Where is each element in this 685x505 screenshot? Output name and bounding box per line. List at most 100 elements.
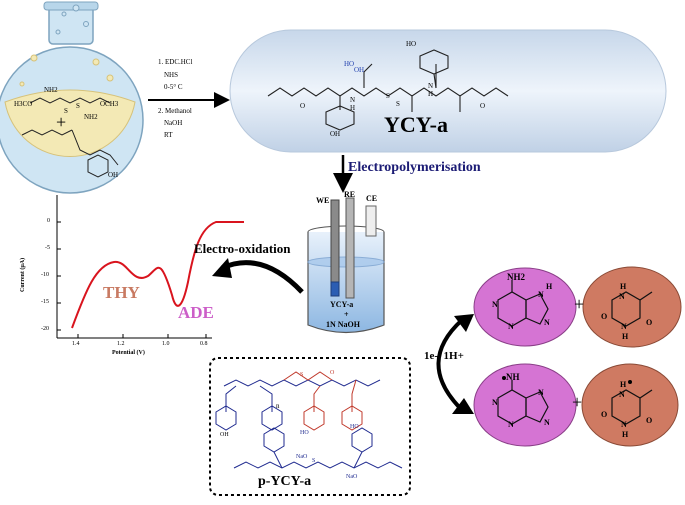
polymer-label-nao-2: NaO xyxy=(346,474,358,480)
product-label-h2: H xyxy=(428,90,434,98)
flask-label-h3co: H3CO xyxy=(14,100,33,108)
product-label-oh-blue: OH xyxy=(354,66,365,74)
flask-liquid xyxy=(4,89,136,158)
polymer-label-n: n xyxy=(276,402,280,410)
xtick-1-0: 1.0 xyxy=(162,341,170,347)
polymer-label-s2: S xyxy=(312,458,316,464)
adenine-ellipse xyxy=(473,267,577,347)
electrochemical-cell xyxy=(307,197,385,334)
electrode-we: WE xyxy=(316,196,330,205)
product-label-o1: O xyxy=(300,102,306,110)
transfer-arrow xyxy=(436,318,464,410)
adenine-n3: N xyxy=(538,290,544,299)
ytick-20: -20 xyxy=(41,326,49,332)
product-capsule xyxy=(229,29,667,153)
thymine-h2: H xyxy=(622,332,629,341)
solution-naoh: 1N NaOH xyxy=(326,320,360,329)
flask-label-och3: OCH3 xyxy=(100,100,119,108)
polymer-label-nao-1: NaO xyxy=(296,454,308,460)
voltammogram-ylabel: Current (μA) xyxy=(20,257,26,292)
ytick-0: 0 xyxy=(47,218,50,224)
counter-electrode xyxy=(365,205,377,237)
adenine-nh2: NH2 xyxy=(507,272,525,282)
adenine-radical-rings xyxy=(497,380,549,425)
thymine-radical-o1: O xyxy=(601,410,608,419)
flask-label-s2: S xyxy=(76,102,80,110)
adenine-radical-ellipse xyxy=(473,363,577,447)
flask-label-nh2-a: NH2 xyxy=(44,86,58,94)
polymer-structure xyxy=(215,371,403,469)
peak-ade: ADE xyxy=(178,303,214,322)
working-electrode xyxy=(330,199,340,291)
thymine-radical-ellipse xyxy=(581,363,679,447)
adenine-radical-n1: N xyxy=(492,398,498,407)
condition-2: NHS xyxy=(164,71,179,79)
xtick-1-4: 1.4 xyxy=(72,341,80,347)
thymine-radical-rings xyxy=(611,389,653,425)
reference-electrode xyxy=(345,197,355,299)
plus-bottom: + xyxy=(572,392,583,412)
adenine-radical-n3: N xyxy=(538,388,544,397)
adenine-radical-n4: N xyxy=(544,418,550,427)
condition-4: 2. Methanol xyxy=(158,107,192,115)
polymer-label-ho-1: HO xyxy=(300,430,309,436)
thymine-radical-o2: O xyxy=(646,416,653,425)
ytick-10: -10 xyxy=(41,272,49,278)
thymine-radical-h1: H xyxy=(620,380,627,389)
product-label-n1: N xyxy=(350,96,356,104)
polymer-box xyxy=(209,357,411,496)
ycy-a-structure xyxy=(267,49,509,131)
thymine-n1: N xyxy=(619,292,625,301)
polymer-label-oh: OH xyxy=(220,432,229,438)
polymer-label-o: O xyxy=(330,370,335,376)
product-label-n2: N xyxy=(428,82,434,90)
thymine-h1: H xyxy=(620,282,627,291)
electrode-ce: CE xyxy=(366,194,378,203)
adenine-rings xyxy=(497,280,549,327)
xtick-1-2: 1.2 xyxy=(117,341,125,347)
electropolymerisation-label: Electropolymerisation xyxy=(348,160,481,175)
product-label-ho-top: HO xyxy=(406,40,417,48)
xtick-0-8: 0.8 xyxy=(200,341,208,347)
flask-rim xyxy=(43,1,99,11)
flask-label-s1: S xyxy=(64,107,68,115)
electro-oxidation-label: Electro-oxidation xyxy=(194,241,291,256)
flask-label-nh2-b: NH2 xyxy=(84,113,98,121)
product-label-oh-bottom: OH xyxy=(330,130,341,138)
flask-label-oh: OH xyxy=(108,171,119,179)
product-name: YCY-a xyxy=(384,112,448,137)
adenine-radical-n2: N xyxy=(508,420,514,429)
thymine-ellipse xyxy=(582,266,682,348)
product-label-s1: S xyxy=(386,92,390,100)
flask-plus: + xyxy=(56,112,67,132)
thymine-radical-n2: N xyxy=(621,420,627,429)
condition-1: 1. EDC.HCl xyxy=(158,58,193,66)
voltammogram xyxy=(56,195,244,339)
thymine-o1: O xyxy=(601,312,608,321)
polymer-label-ho-2: HO xyxy=(350,424,359,430)
adenine-n2: N xyxy=(508,322,514,331)
polymer-name: p-YCY-a xyxy=(258,474,312,489)
thymine-rings xyxy=(611,291,653,327)
solution-ycya: YCY-a xyxy=(330,300,354,309)
electro-oxidation-arrow xyxy=(220,260,304,294)
adenine-radical-nh: NH xyxy=(506,372,520,382)
product-label-ho-blue: HO xyxy=(344,60,355,68)
plus-top: + xyxy=(574,294,585,314)
voltammogram-xlabel: Potential (V) xyxy=(112,350,145,356)
condition-6: RT xyxy=(164,131,173,139)
electrode-re: RE xyxy=(344,190,356,199)
adenine-n1: N xyxy=(492,300,498,309)
product-label-s2: S xyxy=(396,100,400,108)
solution-plus: + xyxy=(344,310,349,319)
ytick-15: -15 xyxy=(41,299,49,305)
ytick-5: -5 xyxy=(45,245,50,251)
thymine-n2: N xyxy=(621,322,627,331)
product-label-h1: H xyxy=(350,104,356,112)
peak-thy: THY xyxy=(103,283,140,302)
thymine-o2: O xyxy=(646,318,653,327)
electron-transfer-label: 1e-, 1H+ xyxy=(424,350,464,362)
product-label-o2: O xyxy=(480,102,486,110)
